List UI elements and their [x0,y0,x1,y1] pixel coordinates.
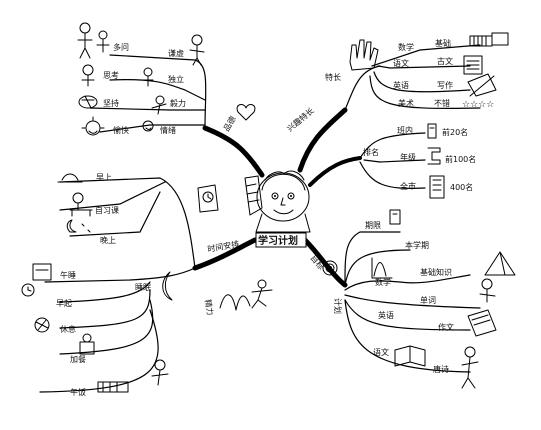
label-tangshi: 唐诗 [433,364,449,374]
label-benxueqi: 本学期 [405,240,429,250]
doodle-runner [151,95,167,115]
group-top-right: 特长 兴趣特长 数学 基础 语文 古文 英语 写作 美术 不错 ☆☆☆☆ [285,32,509,134]
doodle-spiral [322,260,338,276]
branch-left [192,237,258,271]
doodle-book [463,55,483,75]
doodle-meal [97,381,129,393]
doodle-building [429,175,445,199]
doodle-teacher [189,34,205,66]
label-wushui: 午睡 [60,270,76,280]
branch-right-mid [308,156,362,187]
group-right-mid: 排名 班内 前20名 年级 前100名 全市 400名 [359,123,476,199]
label-jiacan: 加餐 [70,354,86,364]
doodle-child-writing [479,278,496,303]
label-techang: 特长 [325,72,341,82]
label-shuimian: 睡眠 [135,283,151,292]
branch-top-left [202,125,265,178]
group-left: 早上 自习课 晚上 午睡 早起 睡眠 休息 加餐 午饭 精力 时间安排 [21,173,273,397]
label-yingyu-bottom: 英语 [378,310,394,320]
label-shuxue-top: 数学 [398,42,414,52]
doodle-night [66,219,91,233]
label-yili: 毅力 [170,98,186,108]
doodle-graph [371,257,393,279]
doodle-turtle [78,95,98,109]
label-paiming: 排名 [363,147,379,157]
doodle-thinker [81,64,95,87]
label-zaoqi: 早起 [56,299,72,308]
label-jichuzhishi: 基础知识 [420,267,452,277]
label-yuwen-top: 语文 [393,58,409,68]
center-title: 学习计划 [258,234,298,247]
label-xiuxi: 休息 [60,324,76,334]
label-bannei: 班内 [397,125,413,135]
doodle-ball [34,317,50,333]
label-bucuo: 不错 [434,98,450,108]
doodle-open-book [394,345,426,367]
branch-top-right [297,107,348,173]
doodle-pyramid [484,251,516,276]
label-400: 400名 [450,182,473,192]
label-qianxu: 谦虚 [168,48,184,58]
label-nianji: 年级 [400,152,416,162]
label-qixian: 期限 [365,221,381,230]
doodle-snack [79,333,95,355]
doodle-clock [197,184,219,213]
label-yukuai: 愉快 [113,125,129,135]
label-jianchi: 坚持 [103,98,119,108]
label-danci: 单词 [420,295,436,305]
label-sikao: 思考 [103,71,119,80]
doodle-runner-dog [251,279,273,309]
label-xiezuo: 写作 [437,80,453,90]
rating-stars: ☆☆☆☆ [462,100,494,110]
doodle-face [142,120,154,132]
doodle-moon [162,271,173,301]
label-shuxue-bottom: 数学 [375,277,391,287]
doodle-poet [461,346,479,389]
label-yuwen-bottom: 语文 [373,347,389,357]
label-meishu: 美术 [398,98,414,108]
label-mubiao: 目标 [308,253,326,272]
label-qian100: 前100名 [445,154,476,164]
label-guwen: 古文 [437,56,453,66]
label-yingyu-top: 英语 [393,80,409,90]
doodle-hand [349,39,379,71]
label-jingli: 精力 [203,299,216,316]
doodle-notepad [467,309,497,337]
center-figure: 学习计划 [244,170,311,248]
doodle-alarm-clock [21,283,35,297]
label-jihua: 计划 [333,298,343,314]
doodle-pencil-paper [467,73,497,97]
group-top-left: 多问 谦虚 思考 独立 坚持 毅力 愉快 情绪 品德 [77,22,238,136]
group-right-bottom: 目标 计划 期限 本学期 基础知识 数学 单词 英语 作文 语文 唐诗 [308,209,516,389]
label-xingqu: 兴趣特长 [285,105,316,133]
label-qian20: 前20名 [442,127,468,137]
doodle-calendar [389,209,401,225]
label-wanshang: 晚上 [100,235,116,245]
doodle-ruler-book [469,32,509,47]
doodle-sunrise [57,173,83,183]
label-quanshi: 全市 [400,181,416,191]
doodle-bed [32,263,52,281]
label-duowen: 多问 [113,42,129,52]
doodle-people-talking [77,22,110,59]
doodle-trophy [427,123,437,139]
branch-right-bottom [302,237,348,288]
label-wufan: 午饭 [70,387,86,397]
label-zuowen: 作文 [438,322,454,332]
doodle-student-desk [69,192,93,217]
doodle-figure [142,67,154,87]
doodle-kid-eating [151,359,169,386]
label-zaoshang: 早上 [96,173,112,182]
doodle-podium [427,147,441,165]
label-zixike: 自习课 [95,205,119,215]
doodle-sun-face [81,116,105,136]
label-qingxu: 情绪 [160,125,176,135]
label-duli: 独立 [168,74,184,84]
doodle-bouncing [219,294,251,311]
label-pinde: 品德 [221,114,238,133]
label-jichu: 基础 [435,38,451,48]
doodle-heart-center [236,104,256,121]
